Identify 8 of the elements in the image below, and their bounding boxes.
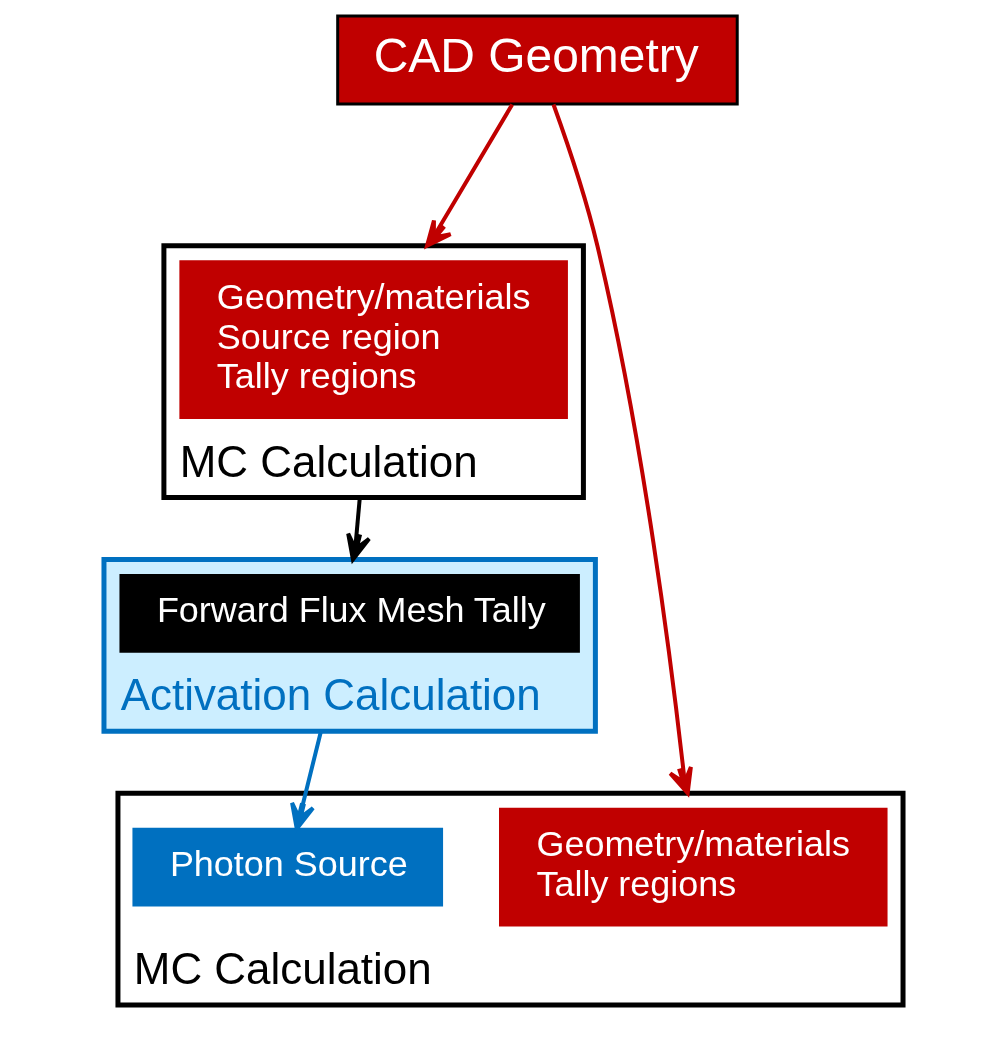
arrow	[551, 103, 693, 796]
node-box: CAD Geometry	[336, 14, 739, 106]
node-box: Photon Source	[132, 827, 444, 907]
node-box: Forward Flux Mesh Tally	[119, 573, 580, 653]
arrow	[425, 103, 514, 248]
node-box: Geometry/materials Source region Tally regions	[179, 260, 568, 420]
arrow	[290, 730, 323, 831]
node-box: Geometry/materials Tally regions	[499, 807, 888, 927]
